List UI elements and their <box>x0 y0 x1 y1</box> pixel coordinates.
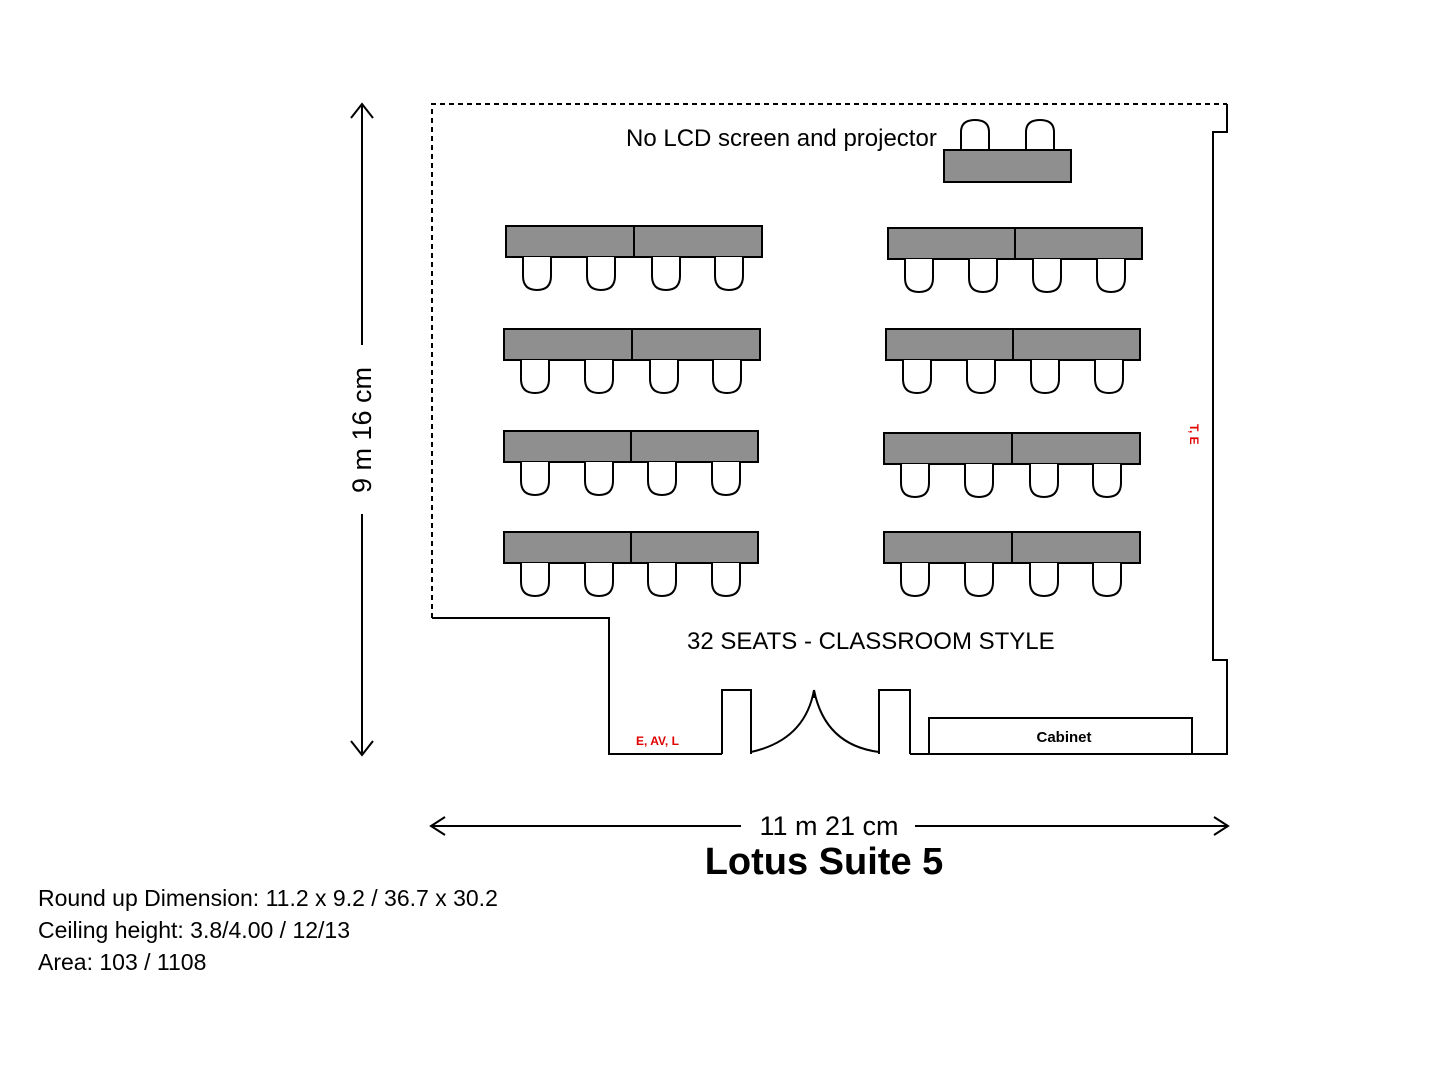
chair <box>966 360 996 395</box>
capacity-label: 32 SEATS - CLASSROOM STYLE <box>687 628 1055 655</box>
door-label: E, AV, L <box>636 734 679 748</box>
chair <box>649 360 679 395</box>
chair <box>711 462 741 497</box>
table <box>1012 328 1141 361</box>
right-wall-label: T, E <box>1187 424 1201 445</box>
table <box>505 225 635 258</box>
desk-row <box>887 227 1143 294</box>
chair <box>712 360 742 395</box>
table <box>503 430 632 463</box>
table <box>1011 531 1141 564</box>
chair <box>964 464 994 499</box>
chair <box>1092 563 1122 598</box>
chair <box>1096 259 1126 294</box>
chair <box>1029 563 1059 598</box>
plan-title: Lotus Suite 5 <box>705 841 944 883</box>
desk-rows <box>503 225 1143 598</box>
chair <box>647 563 677 598</box>
chair <box>647 462 677 497</box>
width-dimension: 11 m 21 cm <box>759 811 898 841</box>
chair <box>711 563 741 598</box>
table <box>503 328 633 361</box>
double-door <box>721 689 911 754</box>
presenter-table <box>943 149 1072 183</box>
area-info: Area: 103 / 1108 <box>38 949 207 975</box>
chair <box>968 259 998 294</box>
desk-row <box>503 328 761 395</box>
chair <box>1032 259 1062 294</box>
desk-row <box>503 430 759 497</box>
chair <box>1029 464 1059 499</box>
chair <box>651 257 681 292</box>
chair <box>1092 464 1122 499</box>
chair <box>902 360 932 395</box>
ceiling-info: Ceiling height: 3.8/4.00 / 12/13 <box>38 917 351 943</box>
desk-row <box>503 531 759 598</box>
table <box>1014 227 1143 260</box>
table <box>630 430 759 463</box>
width-dimension-arrow <box>429 816 1230 836</box>
desk-row <box>883 531 1141 598</box>
chair <box>584 360 614 395</box>
chair <box>900 563 930 598</box>
cabinet <box>928 717 1193 755</box>
desk-row <box>505 225 763 292</box>
table <box>883 531 1013 564</box>
chair <box>584 462 614 497</box>
table <box>633 225 763 258</box>
table <box>883 432 1013 465</box>
chair <box>964 563 994 598</box>
chair <box>1094 360 1124 395</box>
height-dimension-arrow <box>350 102 374 757</box>
table <box>503 531 632 564</box>
table <box>630 531 759 564</box>
desk-row <box>885 328 1141 395</box>
chair <box>522 257 552 292</box>
chair <box>904 259 934 294</box>
chair <box>714 257 744 292</box>
presenter-area <box>960 118 1055 150</box>
chair <box>520 360 550 395</box>
chair <box>586 257 616 292</box>
desk-row <box>883 432 1141 499</box>
table <box>887 227 1016 260</box>
chair <box>584 563 614 598</box>
table <box>1011 432 1141 465</box>
top-note: No LCD screen and projector <box>626 125 937 152</box>
dimension-info: Round up Dimension: 11.2 x 9.2 / 36.7 x … <box>38 885 498 911</box>
chair <box>520 563 550 598</box>
table <box>885 328 1014 361</box>
room-outline <box>431 103 1228 755</box>
chair <box>900 464 930 499</box>
chair <box>1030 360 1060 395</box>
table <box>631 328 761 361</box>
chair <box>520 462 550 497</box>
height-dimension: 9 m 16 cm <box>347 367 377 493</box>
cabinet-label: Cabinet <box>1036 729 1091 746</box>
